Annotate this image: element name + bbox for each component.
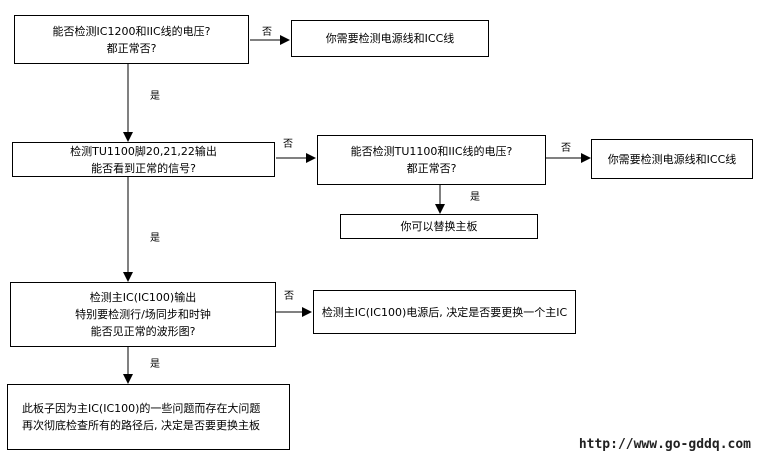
node-r3-line-1: 检测主IC(IC100)电源后, 决定是否要更换一个主IC bbox=[321, 305, 568, 319]
label-yes-q1: 是 bbox=[150, 91, 160, 102]
node-r1: 你需要检测电源线和ICC线 bbox=[291, 20, 489, 57]
node-r2b-line-1: 你可以替换主板 bbox=[400, 220, 478, 233]
node-r2-line-1: 你需要检测电源线和ICC线 bbox=[607, 152, 737, 166]
node-q3-line-2: 特别要检测行/场同步和时钟 bbox=[75, 308, 211, 321]
node-r4-line-1: 此板子因为主IC(IC100)的一些问题而存在大问题 bbox=[22, 402, 261, 415]
node-r4-line-2: 再次彻底检查所有的路径后, 决定是否要更换主板 bbox=[22, 419, 260, 432]
node-q1: 能否检测IC1200和IIC线的电压? 都正常否? bbox=[14, 15, 249, 64]
node-r1-line-1: 你需要检测电源线和ICC线 bbox=[325, 32, 455, 45]
node-q1-line-1: 能否检测IC1200和IIC线的电压? bbox=[52, 24, 211, 38]
node-q3-line-3: 能否见正常的波形图? bbox=[90, 325, 196, 338]
node-q3-line-1: 检测主IC(IC100)输出 bbox=[89, 291, 197, 304]
label-yes-q2: 是 bbox=[150, 233, 160, 244]
node-r2: 你需要检测电源线和ICC线 bbox=[591, 139, 753, 179]
label-yes-q2b: 是 bbox=[470, 192, 480, 203]
node-q2: 检测TU1100脚20,21,22输出 能否看到正常的信号? bbox=[12, 142, 275, 177]
node-q2b-line-2: 都正常否? bbox=[406, 162, 457, 175]
label-yes-q3: 是 bbox=[150, 359, 160, 370]
node-r4: 此板子因为主IC(IC100)的一些问题而存在大问题 再次彻底检查所有的路径后,… bbox=[7, 384, 290, 450]
label-no-q2b: 否 bbox=[561, 143, 571, 154]
node-q1-line-2: 都正常否? bbox=[106, 41, 157, 55]
label-no-q3: 否 bbox=[284, 291, 294, 302]
node-q2b: 能否检测TU1100和IIC线的电压? 都正常否? bbox=[317, 135, 546, 185]
node-r2b: 你可以替换主板 bbox=[340, 214, 538, 239]
node-q2b-line-1: 能否检测TU1100和IIC线的电压? bbox=[350, 145, 513, 158]
label-no-q1: 否 bbox=[262, 27, 272, 38]
node-q2-line-2: 能否看到正常的信号? bbox=[91, 161, 196, 175]
node-q2-line-1: 检测TU1100脚20,21,22输出 bbox=[70, 144, 217, 158]
label-no-q2: 否 bbox=[283, 139, 293, 150]
node-r3: 检测主IC(IC100)电源后, 决定是否要更换一个主IC bbox=[313, 290, 576, 334]
node-q3: 检测主IC(IC100)输出 特别要检测行/场同步和时钟 能否见正常的波形图? bbox=[10, 282, 276, 347]
watermark-url: http://www.go-gddq.com bbox=[578, 437, 751, 452]
